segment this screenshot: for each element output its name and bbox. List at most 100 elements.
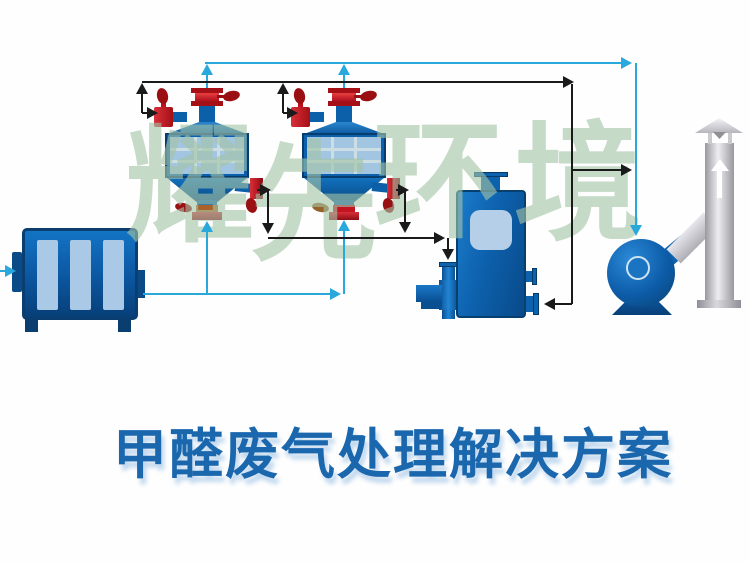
left-pipe [169,112,187,122]
arrowhead-icon [630,225,642,236]
flow-line [0,269,7,273]
pump-body [439,280,458,310]
title-wrap: 甲醛废气处理解决方案 [83,410,703,489]
pump-motor-base [421,302,442,309]
exhaust-chimney [666,112,750,312]
valve-stem [298,102,303,109]
arrowhead-icon [330,288,341,300]
bottom-neck [334,200,354,206]
flow-line [143,292,332,296]
flow-line [142,80,565,84]
tower-inlet-flange [533,293,539,315]
flow-line [572,168,623,172]
arrowhead-icon [287,107,298,119]
flow-line [403,190,407,224]
arrowhead-icon [544,298,555,310]
arrowhead-icon [262,223,274,234]
tank-body [302,133,386,178]
arrowhead-icon [563,76,574,88]
foot [25,319,38,332]
inlet-flange [12,252,22,292]
flow-line [257,188,262,192]
left-valve [154,107,173,127]
flow-line [268,236,436,240]
flow-line [446,238,450,251]
top-flange [191,101,223,106]
tower-mid-flange [532,268,537,285]
panel-grid [217,137,221,174]
tower-top-flange [474,172,508,177]
tower-top-neck [481,177,500,190]
arrowhead-icon [136,83,148,94]
arrowhead-icon [442,249,454,260]
pump-motor [416,285,442,302]
adsorption-tank-1 [147,86,267,226]
panel-grid [354,137,358,174]
tank-body [165,133,249,178]
chimney-base [697,300,741,308]
arrowhead-icon [621,57,632,69]
top-flange [328,101,360,106]
panel-grid [330,137,334,174]
valve-stem [161,102,166,109]
foot [118,319,131,332]
flow-line [553,302,572,306]
arrowhead-icon [147,107,158,119]
panel-grid [307,159,381,163]
outlet-flange [134,270,145,298]
exhaust-up-arrow-icon [717,170,722,198]
spray-tower [455,170,550,320]
diagram-title: 甲醛废气处理解决方案 [113,422,673,486]
flow-line [342,229,346,294]
top-flange [328,88,360,93]
carbon-filter-panel [307,137,381,174]
exhaust-up-arrow-icon [711,159,729,171]
flow-line [570,84,574,304]
tower-window [470,210,512,250]
cap-support [708,133,712,144]
chimney-cap-notch [713,132,726,139]
top-neck [336,106,352,123]
valve-stem [354,95,362,98]
flow-line [142,111,149,115]
adsorption-tank-2 [284,86,404,226]
arrowhead-icon [5,265,16,277]
arrowhead-icon [621,164,632,176]
flow-line [342,73,346,88]
top-neck [199,106,215,123]
left-pipe [306,112,324,122]
uv-photolysis-unit [10,226,155,336]
valve-stem [217,95,225,98]
flow-line [281,92,285,113]
lamp-panel [37,240,58,310]
flow-line [283,111,289,115]
centrifugal-fan [600,230,700,320]
tower-mid-pipe [526,271,533,282]
panel-grid [307,148,381,152]
arrowhead-icon [201,221,213,232]
circulation-pump [414,254,469,324]
bottom-ring [333,205,355,212]
flow-line [205,61,623,65]
top-valve [195,93,219,101]
bottom-neck [197,200,217,206]
panel-grid [170,148,244,152]
carbon-filter-panel [170,137,244,174]
top-flange [191,88,223,93]
flow-line [266,190,270,225]
arrowhead-icon [399,222,411,233]
lamp-panel [103,240,124,310]
arrowhead-icon [398,184,409,196]
cap-support [728,133,732,144]
flow-line [205,230,209,294]
arrowhead-icon [201,64,213,75]
arrowhead-icon [338,220,350,231]
lamp-panel [70,240,91,310]
panel-grid [170,159,244,163]
bottom-ring [196,205,218,212]
flow-line [205,73,209,88]
arrowhead-icon [338,64,350,75]
